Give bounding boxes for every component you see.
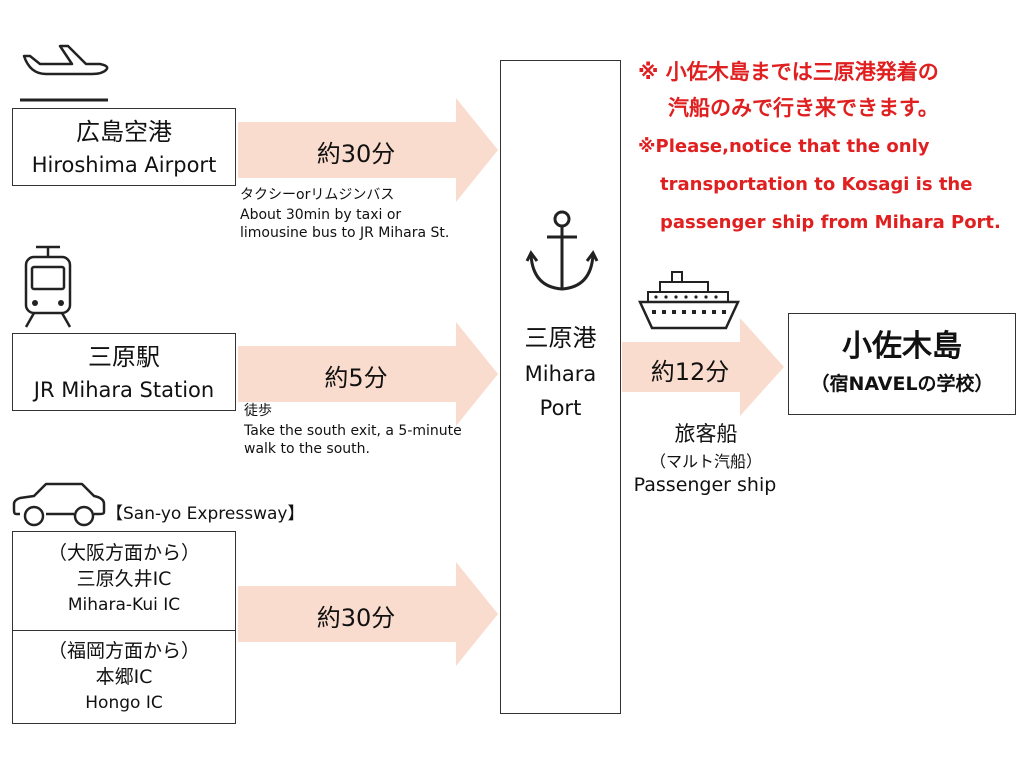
fukuoka-ic-jp: 本郷IC [95, 666, 153, 688]
airport-note-jp: タクシーorリムジンバス [240, 187, 395, 203]
notice-en-line-1: ※Please,notice that the only [638, 136, 930, 157]
ship-travel-time: 約12分 [650, 358, 730, 386]
osaka-direction: （大阪方面から） [47, 542, 200, 564]
fukuoka-ic-en: Hongo IC [85, 693, 163, 713]
notice-en-line-3: passenger ship from Mihara Port. [660, 212, 1001, 233]
ship-name-en: Passenger ship [633, 474, 777, 496]
osaka-ic-en: Mihara-Kui IC [67, 595, 181, 615]
expressway-travel-time: 約30分 [316, 604, 396, 632]
airplane-icon [20, 44, 109, 102]
airport-to-port-arrow [238, 98, 498, 202]
port-to-island-arrow [622, 318, 784, 416]
airport-name-en: Hiroshima Airport [31, 153, 217, 177]
mihara-port-box: 三原港 Mihara Port [500, 60, 621, 714]
airport-name-jp: 広島空港 [76, 118, 172, 146]
station-note-en-1: Take the south exit, a 5-minute [244, 423, 462, 439]
notice-jp-line-2: 汽船のみで行き来できます。 [668, 96, 939, 120]
notice-en-line-2: transportation to Kosagi is the [660, 174, 973, 195]
ship-operator-jp: （マルト汽船） [649, 452, 762, 471]
ic-divider [13, 630, 235, 631]
expressway-ic-box: （大阪方面から） 三原久井IC Mihara-Kui IC （福岡方面から） 本… [12, 531, 236, 724]
station-to-port-arrow [238, 322, 498, 426]
car-icon [12, 482, 106, 527]
expressway-label: 【San-yo Expressway】 [106, 504, 305, 524]
ship-icon [638, 271, 740, 330]
osaka-section: （大阪方面から） 三原久井IC Mihara-Kui IC [13, 532, 235, 630]
station-travel-time: 約5分 [324, 364, 388, 392]
port-name-en-1: Mihara [524, 362, 597, 386]
fukuoka-direction: （福岡方面から） [47, 640, 200, 662]
station-name-jp: 三原駅 [88, 343, 160, 371]
port-name-jp: 三原港 [524, 324, 597, 352]
port-name-en-2: Port [539, 396, 582, 420]
station-box: 三原駅 JR Mihara Station [12, 333, 236, 411]
airport-note-en-1: About 30min by taxi or [240, 207, 402, 223]
destination-subtitle: （宿NAVELの学校） [810, 373, 994, 395]
airport-travel-time: 約30分 [316, 140, 396, 168]
destination-box: 小佐木島 （宿NAVELの学校） [788, 313, 1016, 415]
destination-name: 小佐木島 [842, 329, 962, 364]
notice-jp-line-1: ※ 小佐木島までは三原港発着の [638, 60, 939, 84]
osaka-ic-jp: 三原久井IC [76, 568, 172, 590]
expressway-to-port-arrow [238, 562, 498, 666]
station-note-en-2: walk to the south. [244, 441, 370, 457]
airport-note-en-2: limousine bus to JR Mihara St. [240, 225, 450, 241]
airport-box: 広島空港 Hiroshima Airport [12, 108, 236, 186]
station-name-en: JR Mihara Station [33, 378, 215, 402]
anchor-icon [525, 210, 599, 291]
ship-name-jp: 旅客船 [674, 422, 738, 446]
station-note-jp: 徒歩 [244, 403, 272, 419]
train-icon [24, 245, 72, 328]
fukuoka-section: （福岡方面から） 本郷IC Hongo IC [13, 632, 235, 724]
